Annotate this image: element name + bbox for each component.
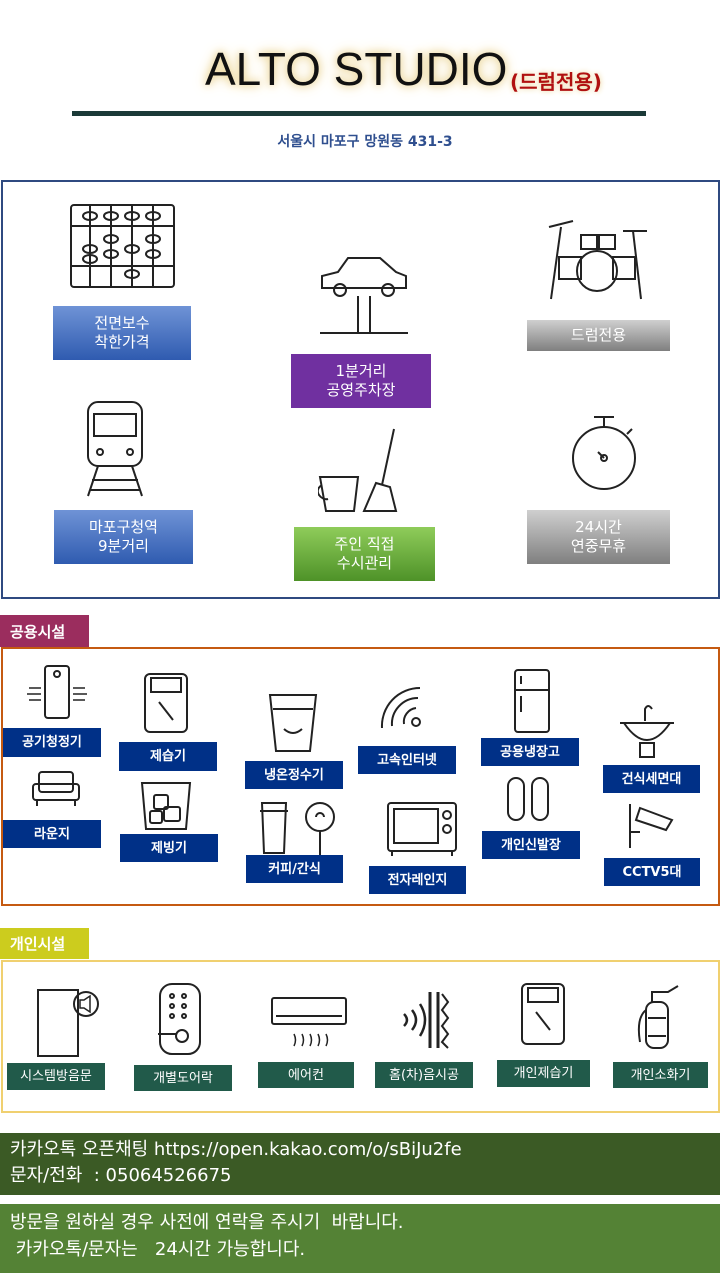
stopwatch-icon — [572, 416, 636, 490]
shared-label-microwave: 전자레인지 — [369, 866, 466, 894]
bucket-broom-icon — [318, 428, 398, 512]
address: 서울시 마포구 망원동 431-3 — [277, 134, 453, 150]
feature-label-repair: 전면보수 착한가격 — [53, 306, 191, 360]
shared-label-lounge: 라운지 — [3, 820, 101, 848]
shared-label-water-purifier: 냉온정수기 — [245, 761, 343, 789]
abacus-icon — [70, 204, 175, 288]
shared-label-dehumidifier: 제습기 — [119, 742, 217, 771]
train-icon — [87, 401, 143, 497]
private-label-door: 시스템방음문 — [7, 1063, 105, 1090]
shared-label-ice-maker: 제빙기 — [120, 834, 218, 862]
shared-label-sink: 건식세면대 — [603, 765, 700, 793]
ice-glass-icon — [140, 782, 192, 830]
shared-label-coffee: 커피/간식 — [246, 855, 343, 883]
notice-bar — [0, 1204, 720, 1273]
water-cup-icon — [268, 694, 318, 752]
air-purifier-icon — [27, 665, 87, 719]
studio-subtitle: (드럼전용) — [510, 70, 602, 94]
sofa-icon — [32, 771, 80, 806]
drum-kit-icon — [548, 220, 647, 300]
notice-line-2: 카카오톡/문자는 24시간 가능합니다. — [10, 1239, 306, 1260]
microwave-icon — [387, 802, 457, 856]
private-label-dehumidifier: 개인제습기 — [497, 1060, 590, 1087]
private-label-door-lock: 개별도어락 — [134, 1065, 232, 1091]
private-facilities-tab: 개인시설 — [0, 928, 89, 959]
divider — [72, 111, 646, 116]
coffee-snack-icon — [260, 802, 335, 855]
soundproof-door-icon — [37, 989, 99, 1057]
shared-label-air-purifier: 공기청정기 — [3, 728, 101, 757]
air-conditioner-icon — [271, 997, 347, 1047]
feature-label-drum: 드럼전용 — [527, 320, 670, 351]
sink-icon — [620, 705, 674, 758]
slippers-icon — [507, 777, 549, 821]
private-label-aircon: 에어컨 — [258, 1062, 354, 1088]
private-label-extinguisher: 개인소화기 — [613, 1062, 708, 1088]
fire-extinguisher-icon — [637, 985, 679, 1049]
private-facilities-box — [1, 960, 720, 1113]
notice-line-1: 방문을 원하실 경우 사전에 연락을 주시기 바랍니다. — [10, 1212, 404, 1233]
contact-bar — [0, 1133, 720, 1195]
shared-facilities-tab: 공용시설 — [0, 615, 89, 647]
soundproofing-icon — [403, 992, 450, 1049]
features-box — [1, 180, 720, 599]
studio-title: ALTO STUDIO — [205, 43, 508, 95]
feature-label-parking: 1분거리 공영주차장 — [291, 354, 431, 408]
dehumidifier-icon — [144, 673, 188, 733]
shared-facilities-box — [1, 647, 720, 906]
car-lift-icon — [320, 257, 408, 334]
shared-label-cctv: CCTV5대 — [604, 858, 700, 886]
cctv-icon — [629, 804, 674, 848]
shared-label-shoe-rack: 개인신발장 — [482, 831, 580, 859]
wifi-icon — [380, 686, 421, 729]
shared-label-fridge: 공용냉장고 — [481, 738, 579, 766]
private-dehumidifier-icon — [521, 983, 565, 1045]
shared-label-internet: 고속인터넷 — [358, 746, 456, 774]
feature-label-station: 마포구청역 9분거리 — [54, 510, 193, 564]
door-lock-icon — [158, 983, 201, 1055]
feature-label-24h: 24시간 연중무휴 — [527, 510, 670, 564]
feature-label-management: 주인 직접 수시관리 — [294, 527, 435, 581]
private-label-soundproofing: 홈(차)음시공 — [375, 1062, 473, 1088]
refrigerator-icon — [514, 669, 550, 733]
phone-number[interactable]: 문자/전화 : 05064526675 — [10, 1165, 232, 1186]
kakao-open-chat-link[interactable]: 카카오톡 오픈채팅 https://open.kakao.com/o/sBiJu… — [10, 1139, 462, 1160]
